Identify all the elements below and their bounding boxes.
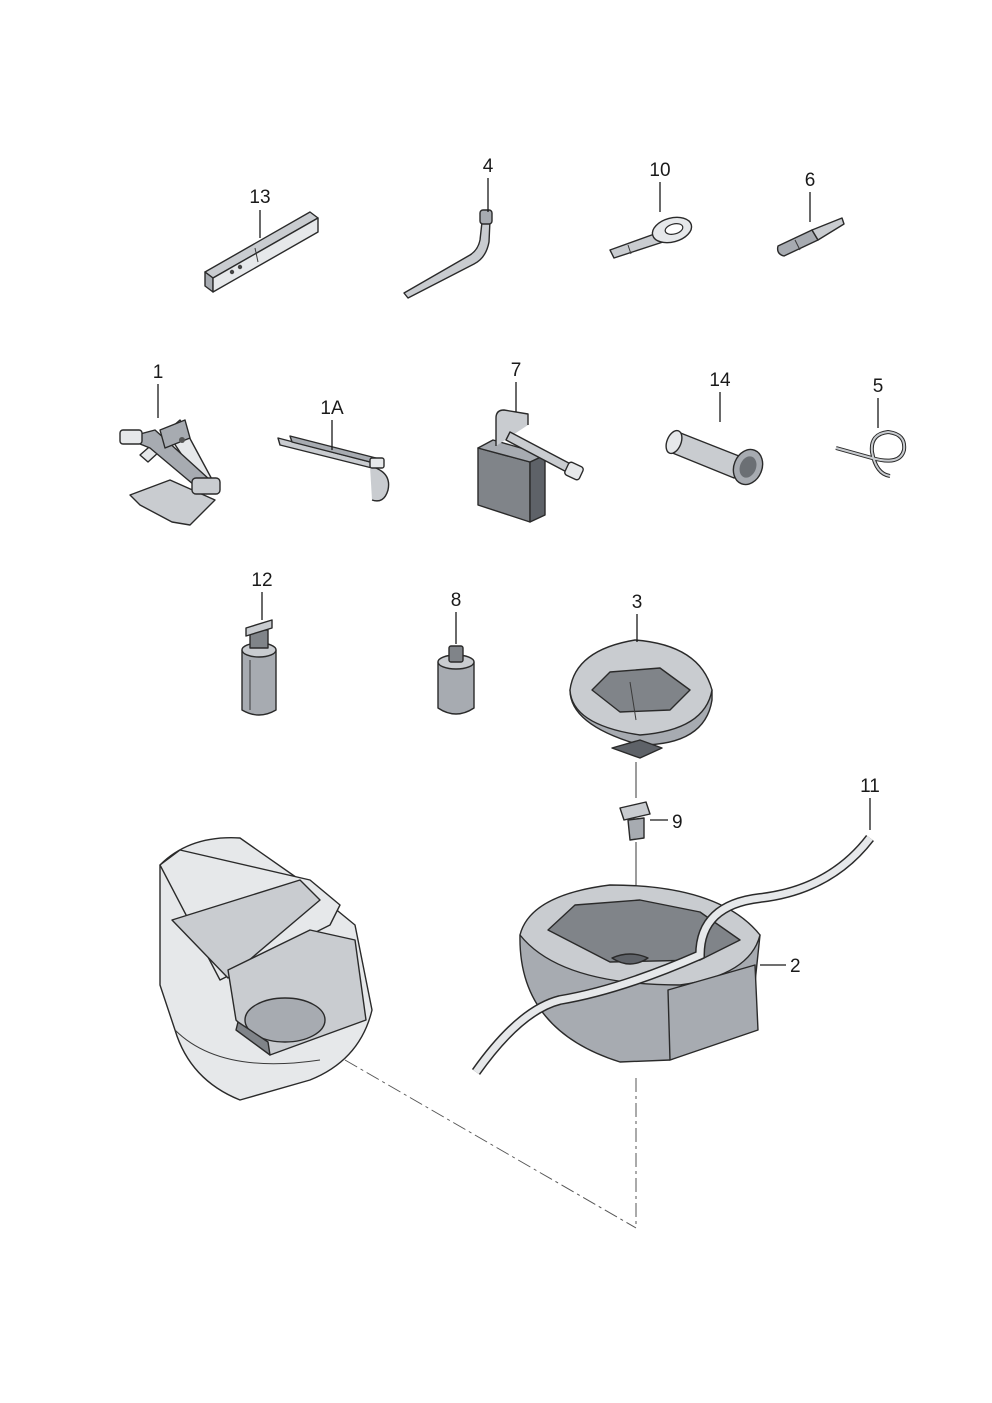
part-1a-jack-handle: [277, 435, 390, 502]
callout-12: 12: [251, 570, 272, 591]
callout-2: 2: [790, 956, 801, 977]
callout-4: 4: [483, 156, 494, 177]
vehicle-rear-view: [159, 837, 373, 1101]
part-1-jack: [119, 419, 221, 526]
callout-13: 13: [249, 187, 270, 208]
callout-1a: 1A: [320, 398, 344, 419]
part-6-screwdriver: [776, 217, 845, 257]
part-3-foam-insert: [569, 639, 713, 759]
part-10-towing-eye: [609, 216, 693, 259]
callout-1: 1: [153, 362, 164, 383]
part-12-sealant-bottle: [241, 619, 277, 716]
part-5-wire-hook: [835, 429, 907, 478]
part-9-bolt: [619, 801, 651, 841]
callout-6: 6: [805, 170, 816, 191]
callout-7: 7: [511, 360, 522, 381]
part-4-wheel-brace: [403, 209, 493, 299]
part-14-sleeve: [665, 429, 764, 486]
part-7-tool-set: [477, 409, 584, 523]
callout-3: 3: [632, 592, 643, 613]
part-8-bottle: [437, 645, 475, 715]
callout-10: 10: [649, 160, 670, 181]
callout-5: 5: [873, 376, 884, 397]
callout-9: 9: [672, 812, 683, 833]
callout-8: 8: [451, 590, 462, 611]
callout-11: 11: [860, 776, 880, 797]
callout-14: 14: [709, 370, 731, 391]
part-13-bar: [204, 211, 319, 293]
